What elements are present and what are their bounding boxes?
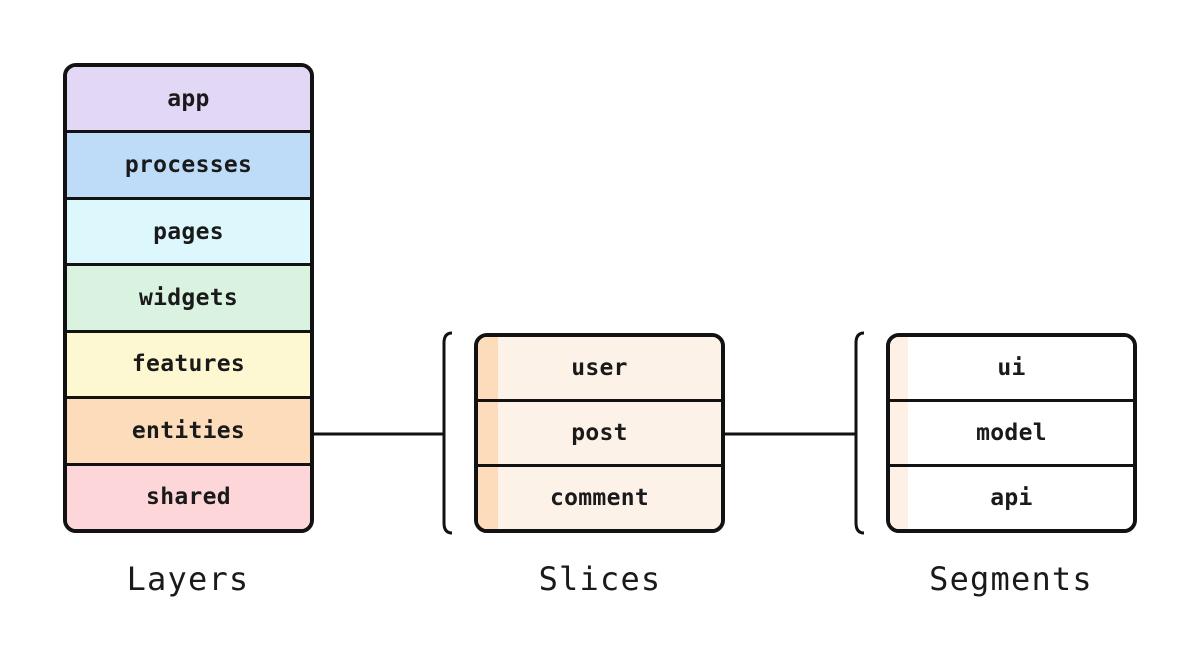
segment-accent-strip (890, 467, 908, 529)
segment-row: ui (890, 337, 1133, 399)
slice-row: post (478, 399, 721, 464)
slice-label: post (571, 420, 628, 446)
segment-accent-strip (890, 402, 908, 464)
layer-label: features (131, 351, 246, 378)
layer-row: features (67, 329, 310, 397)
slice-row: user (478, 337, 721, 399)
slice-label: user (571, 355, 628, 381)
slice-label: comment (549, 485, 650, 511)
slice-accent-strip (478, 467, 498, 529)
slices-caption: Slices (538, 560, 662, 598)
slices-stack: user post comment (474, 333, 725, 533)
layer-label: widgets (138, 284, 239, 311)
slice-row: comment (478, 464, 721, 529)
segment-row: api (890, 464, 1133, 529)
segments-caption: Segments (929, 560, 1093, 598)
layer-label: shared (146, 484, 231, 511)
layer-label: pages (153, 218, 224, 245)
segment-label: model (976, 420, 1047, 446)
layer-row: widgets (67, 263, 310, 330)
segment-row: model (890, 399, 1133, 464)
layers-caption: Layers (126, 560, 250, 598)
layer-row: entities (67, 396, 310, 463)
layer-row: processes (67, 130, 310, 197)
slice-accent-strip (478, 337, 498, 399)
segments-bracket (854, 331, 865, 535)
segment-accent-strip (890, 337, 908, 399)
layer-row: shared (67, 462, 310, 529)
segments-stack: ui model api (886, 333, 1137, 533)
layer-row: pages (67, 196, 310, 264)
layers-stack: app processes pages widgets features ent… (63, 63, 314, 533)
slices-bracket (442, 331, 453, 535)
segment-label: api (990, 485, 1033, 511)
layer-row: app (67, 67, 310, 131)
layer-label: processes (124, 152, 253, 179)
layer-label: app (167, 85, 210, 112)
segment-label: ui (997, 355, 1026, 381)
slice-accent-strip (478, 402, 498, 464)
layer-label: entities (131, 417, 246, 444)
